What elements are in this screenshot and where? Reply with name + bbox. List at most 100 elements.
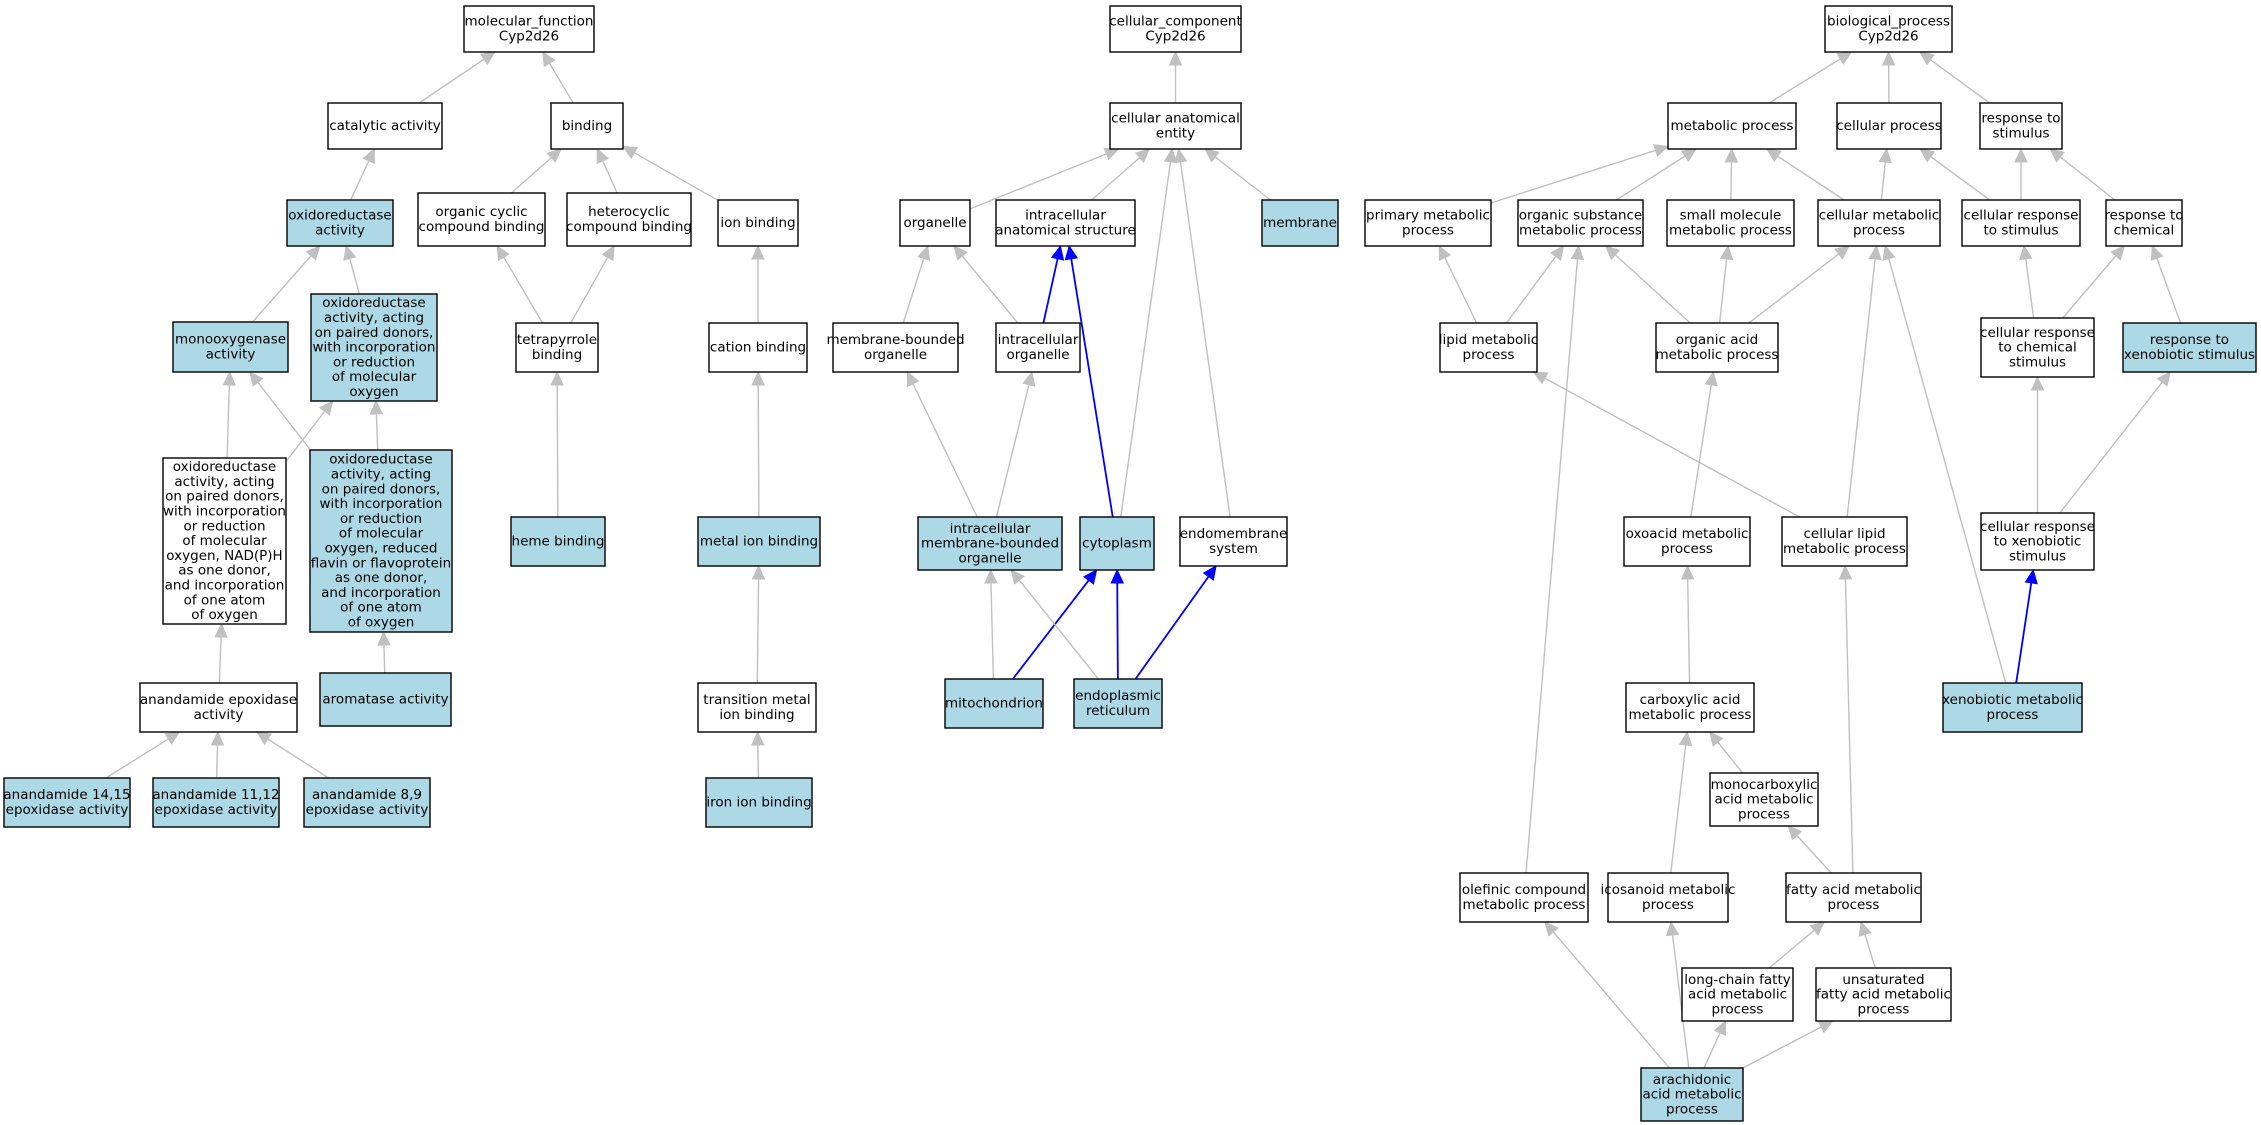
arrowhead-icon [1834, 245, 1851, 260]
node-label-line: process [1853, 223, 1905, 239]
node-label-line: of oxygen [191, 607, 258, 623]
edge-cell_resp_chem-to-resp_chem [2062, 245, 2126, 319]
node-label-line: flavin or flavoprotein [311, 555, 451, 571]
edge-aromatase-to-oxido_flavin [377, 630, 391, 674]
arrowhead-icon [953, 245, 968, 261]
arrowhead-icon [1550, 245, 1565, 261]
node-box [708, 322, 808, 373]
node-box [1836, 102, 1942, 150]
arrowhead-icon [1134, 148, 1151, 164]
arrowhead-icon [917, 244, 931, 261]
edge-org_subst-to-metabolic [1616, 148, 1698, 201]
arrowhead-icon [1204, 148, 1220, 163]
node-label-line: anandamide 11,12 [152, 787, 279, 803]
arrowhead-icon [479, 51, 496, 66]
edge-line [912, 383, 978, 518]
arrowhead-icon [377, 630, 391, 646]
node-cytoplasm: cytoplasm [1079, 516, 1155, 571]
node-label-line: process [1828, 897, 1880, 913]
node-box [286, 199, 394, 247]
node-label-line: cellular anatomical [1111, 111, 1240, 127]
arrowhead-icon [319, 400, 334, 416]
arrowhead-icon [550, 370, 564, 386]
edge-fatty_acid-to-cell_lipid [1838, 564, 1854, 874]
node-cation: cation binding [708, 322, 808, 373]
edge-line [1552, 931, 1670, 1069]
node-label-line: anandamide 14,15 [3, 787, 130, 803]
arrowhead-icon [621, 145, 639, 159]
edge-line [602, 160, 618, 194]
node-box [1517, 199, 1644, 247]
edge-anand1112-to-anandamide_epox [210, 730, 225, 779]
arrowhead-icon [2030, 375, 2045, 391]
arrowhead-icon [1050, 244, 1065, 261]
edge-line [1671, 934, 1690, 1069]
arrowhead-icon [542, 50, 556, 68]
edge-cell_resp_xeno-to-resp_xeno [2059, 371, 2172, 514]
arrowhead-icon [255, 731, 272, 745]
edge-metabolic-to-bp_root [1768, 51, 1853, 104]
edge-fatty_acid-to-monocarboxylic [1787, 825, 1832, 874]
arrowhead-icon [2019, 244, 2033, 261]
edge-unsat_fatty-to-fatty_acid [1858, 920, 1876, 969]
edge-transition_metal-to-metal_ion [751, 564, 766, 684]
node-box [1942, 682, 2083, 733]
node-label-line: endomembrane [1180, 526, 1288, 542]
node-box [1261, 199, 1339, 247]
edge-line [252, 255, 312, 323]
edge-cell_lipid-to-lipid_met [1532, 371, 1800, 518]
node-label-line: primary metabolic [1366, 208, 1490, 224]
arrowhead-icon [1719, 244, 1734, 261]
node-heme: heme binding [510, 516, 606, 567]
arrowhead-icon [164, 731, 181, 745]
node-label-line: xenobiotic stimulus [2124, 347, 2255, 363]
edge-oxido_flavin-to-monooxygenase [249, 371, 311, 451]
node-label-line: metabolic process [1519, 223, 1642, 239]
arrowhead-icon [1765, 148, 1782, 163]
node-label-line: of molecular [339, 526, 424, 542]
node-label-line: intracellular [998, 332, 1079, 348]
edge-line [961, 255, 1019, 324]
edge-long_chain-to-fatty_acid [1768, 921, 1826, 969]
edge-cell_lipid-to-cell_met [1846, 244, 1882, 518]
node-box [1980, 512, 2095, 571]
arrowhead-icon [1868, 244, 1882, 261]
arrowhead-icon [1022, 370, 1036, 387]
node-label-line: and incorporation [321, 585, 441, 601]
node-label-line: anandamide 8,9 [312, 787, 422, 803]
node-label-line: metabolic process [1783, 541, 1906, 557]
edge-line [285, 410, 326, 462]
edge-line [1888, 258, 2007, 684]
node-label-line: or reduction [340, 511, 422, 527]
node-label-line: response to [2104, 208, 2183, 224]
node-label-line: organic substance [1519, 208, 1642, 224]
node-box [1824, 5, 1953, 53]
node-label-line: chemical [2114, 223, 2175, 239]
edge-line [2062, 255, 2117, 319]
node-label-line: small molecule [1680, 208, 1782, 224]
node-box [1073, 678, 1163, 729]
edge-line [1703, 1032, 1721, 1069]
node-label-line: monocarboxylic [1711, 777, 1818, 793]
edge-intracell_anat-to-cell_anat [1091, 148, 1151, 201]
node-label-line: acid metabolic [1642, 1087, 1741, 1103]
edge-cell_met-to-metabolic [1765, 148, 1845, 201]
edge-ion_binding-to-binding [621, 145, 719, 201]
arrowhead-icon [222, 370, 237, 386]
edge-line [1506, 256, 1557, 324]
edge-line [1718, 258, 1728, 324]
node-label-line: anatomical structure [995, 223, 1136, 239]
node-label-line: of oxygen [348, 615, 415, 631]
arrowhead-icon [1809, 921, 1826, 936]
node-label-line: epoxidase activity [306, 802, 429, 818]
